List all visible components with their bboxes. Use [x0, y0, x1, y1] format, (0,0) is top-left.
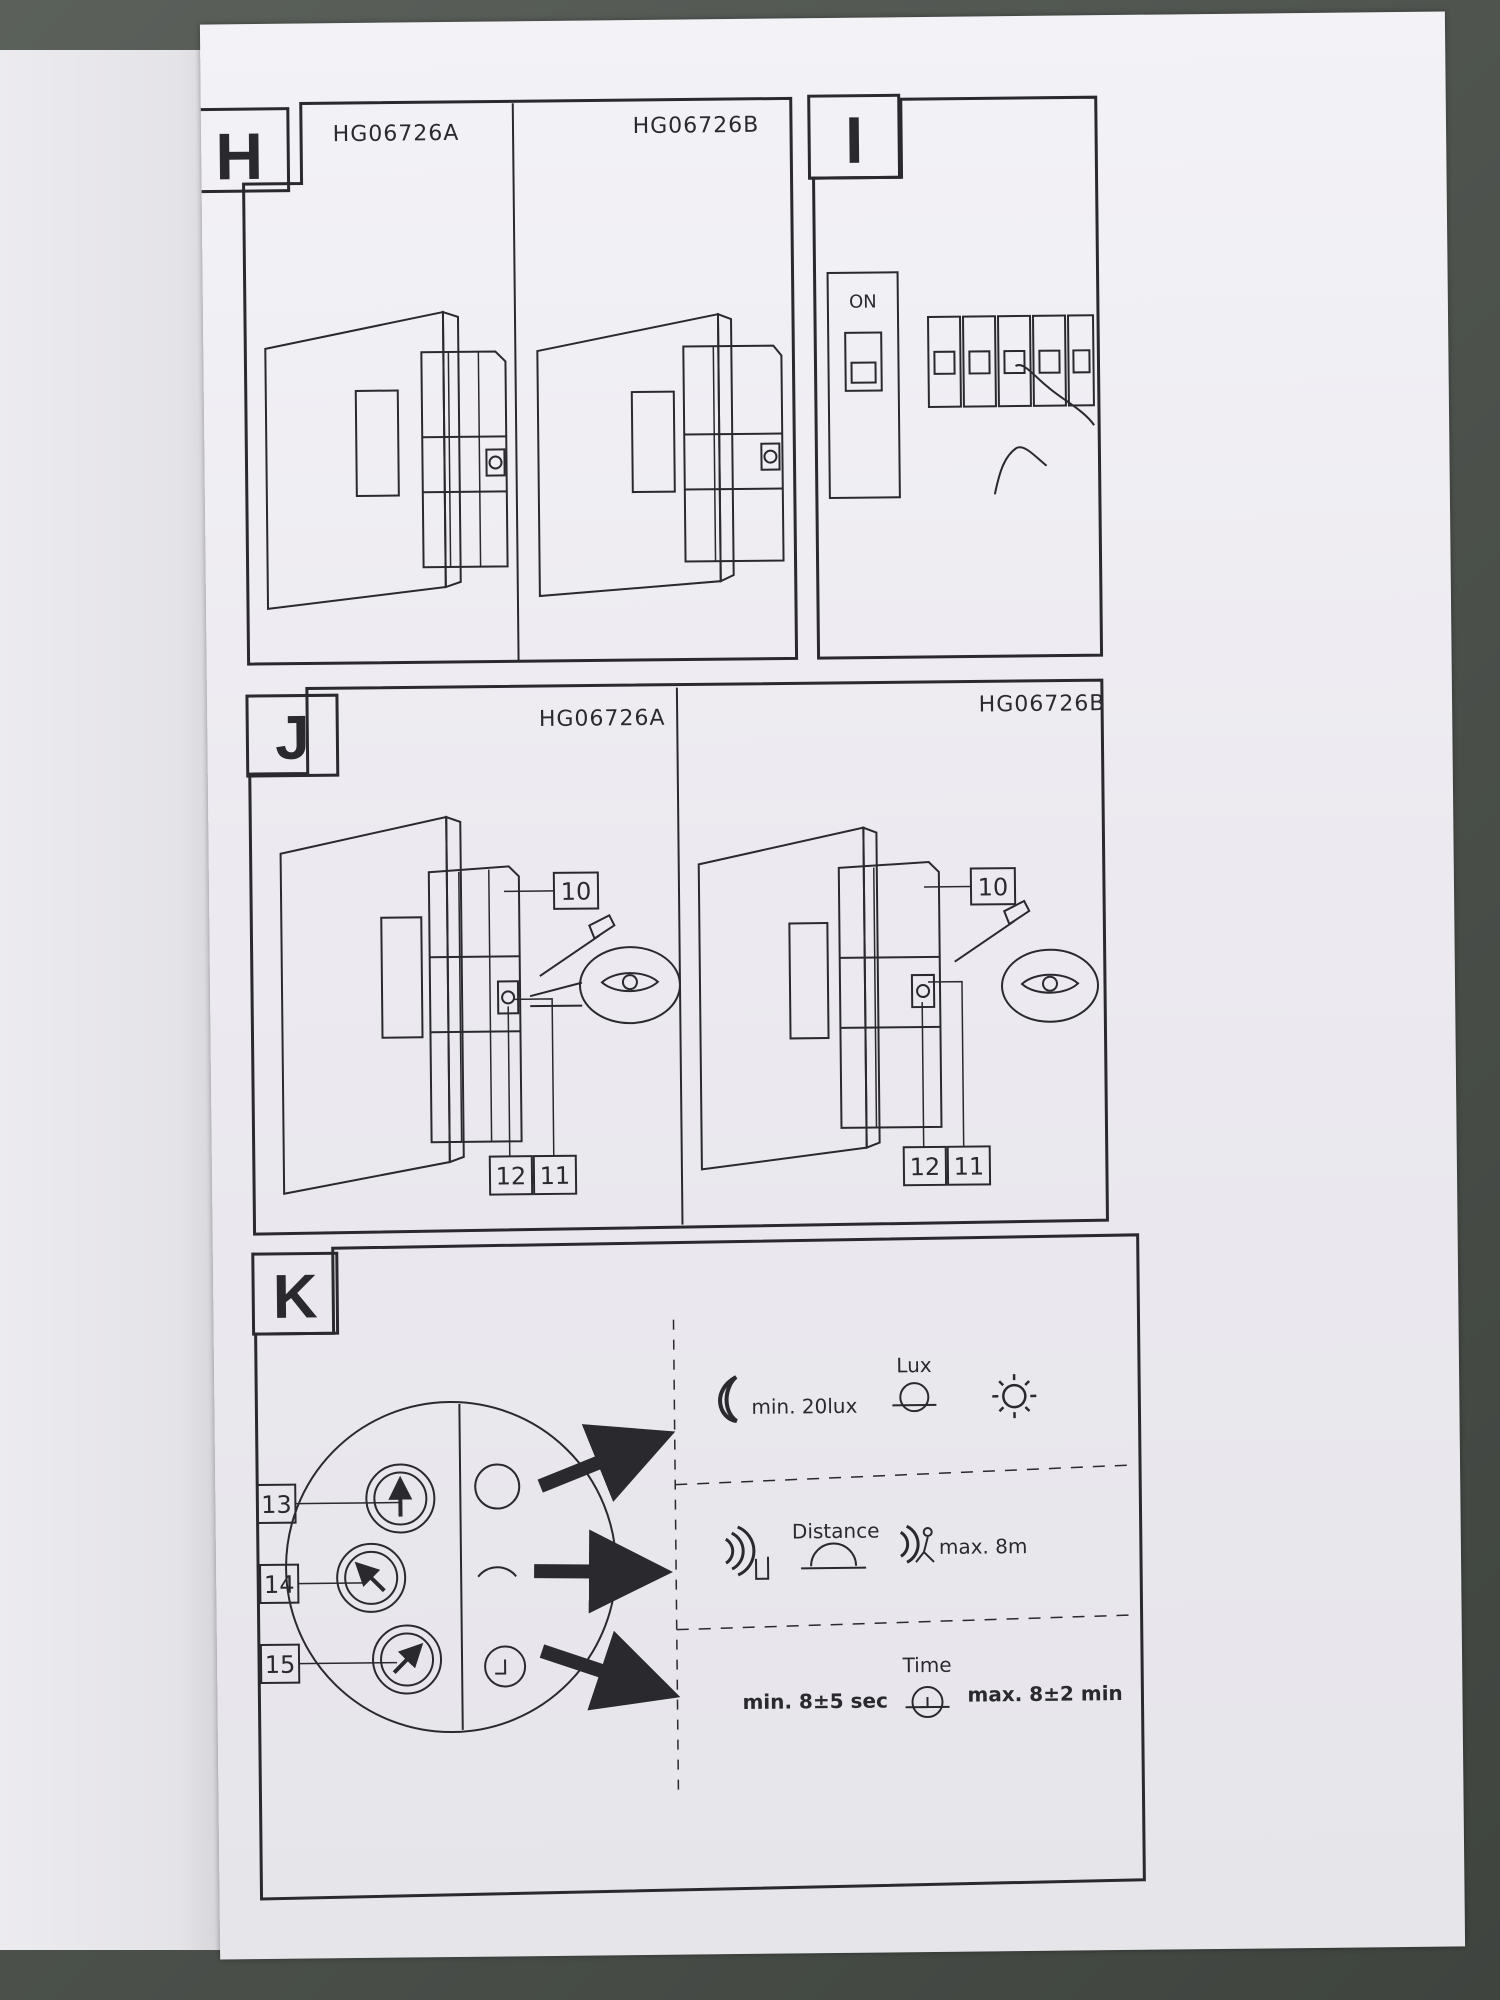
panel-j-model-a: HG06726A	[539, 706, 666, 732]
distance-knob-icon	[801, 1542, 867, 1570]
lux-knob-icon	[892, 1382, 937, 1413]
knob-14-leader	[298, 1582, 367, 1585]
arrow-to-time	[539, 1630, 681, 1711]
callout-10b-label: 10	[978, 873, 1009, 901]
panel-k-letter-box	[251, 1251, 340, 1336]
arrow-to-lux	[537, 1424, 676, 1502]
panel-h-letter-box	[199, 107, 291, 194]
callout-11a-leader	[514, 998, 555, 1156]
panel-k-letter: K	[272, 1262, 318, 1331]
sun-icon	[992, 1374, 1037, 1419]
knob-13-leader	[295, 1501, 401, 1505]
panel-i: I ON	[807, 93, 1104, 660]
panel-i-letter: I	[845, 103, 864, 177]
distance-max-label: max. 8m	[939, 1534, 1028, 1559]
panel-i-letter-box	[807, 93, 902, 180]
knob-13-label: 13	[261, 1491, 292, 1519]
callout-10a-leader	[503, 890, 555, 893]
panel-i-frame	[812, 95, 1104, 660]
callout-12b-leader	[921, 1002, 925, 1148]
callout-12a-leader	[507, 1006, 511, 1157]
lux-min-label: min. 20lux	[751, 1394, 857, 1419]
panel-j-letter: J	[275, 703, 310, 772]
callout-11b-box	[946, 1145, 992, 1186]
knob-15-leader	[299, 1661, 398, 1665]
panel-j-frame	[248, 678, 1109, 1236]
lux-label: Lux	[896, 1353, 932, 1377]
callout-10b-box	[969, 867, 1017, 906]
breaker-on-label: ON	[849, 292, 877, 313]
callout-11a-box	[532, 1154, 578, 1196]
panel-j-divider	[675, 687, 684, 1225]
time-max-label: max. 8±2 min	[967, 1681, 1123, 1707]
panel-h-frame	[242, 96, 799, 666]
panel-j-model-b: HG06726B	[979, 691, 1106, 717]
panel-h-divider	[511, 103, 520, 662]
knob-13-box	[256, 1483, 297, 1525]
breaker-drawing: ON	[826, 271, 901, 500]
time-knob-icon	[905, 1686, 950, 1719]
callout-11b-leader	[927, 980, 965, 1147]
callout-12a-box	[488, 1155, 534, 1196]
callout-12b-box	[902, 1145, 948, 1187]
panel-k: K	[251, 1233, 1146, 1901]
panel-h: H HG06726A HG06726B	[199, 96, 799, 666]
instruction-drawing: H HG06726A HG06726B	[199, 93, 1146, 1901]
hand-drawing	[993, 364, 1095, 495]
panel-k-frame	[254, 1233, 1146, 1901]
k-vertical-guide	[672, 1319, 680, 1800]
left-booklet-page	[0, 50, 225, 1950]
instruction-sheet: H HG06726A HG06726B	[199, 11, 1466, 1960]
panel-j: J HG06726A HG06726B	[245, 678, 1109, 1236]
k-divider-2	[676, 1614, 1137, 1631]
panel-h-model-b: HG06726B	[633, 113, 760, 139]
motion-waves-icon	[724, 1525, 770, 1580]
moon-icon	[718, 1375, 738, 1424]
callout-11b-label: 11	[953, 1152, 984, 1180]
time-label: Time	[902, 1653, 952, 1678]
callout-10a-box	[552, 871, 600, 910]
callout-12b-label: 12	[909, 1153, 940, 1181]
knob-14-box	[259, 1563, 300, 1605]
callout-11a-label: 11	[540, 1162, 571, 1190]
time-min-label: min. 8±5 sec	[742, 1688, 888, 1714]
k-divider-1	[675, 1464, 1136, 1486]
panel-h-lamp-b-drawing	[536, 312, 785, 598]
knob-14-label: 14	[264, 1571, 295, 1599]
fuse-box-drawing	[926, 314, 1095, 408]
panel-h-model-a: HG06726A	[333, 121, 460, 147]
panel-j-lamp-b-drawing	[697, 826, 1100, 1171]
panel-j-letter-box	[245, 693, 340, 778]
distance-label: Distance	[792, 1519, 880, 1544]
panel-h-lamp-a-drawing	[264, 310, 509, 611]
panel-h-letter: H	[215, 119, 263, 193]
running-person-icon	[899, 1524, 935, 1564]
panel-j-lamp-a-drawing	[279, 815, 681, 1195]
callout-10a-label: 10	[561, 878, 592, 906]
arrow-to-distance	[534, 1529, 673, 1614]
knob-15-box	[259, 1643, 301, 1685]
callout-12a-label: 12	[496, 1162, 527, 1190]
knob-15-label: 15	[265, 1651, 296, 1679]
